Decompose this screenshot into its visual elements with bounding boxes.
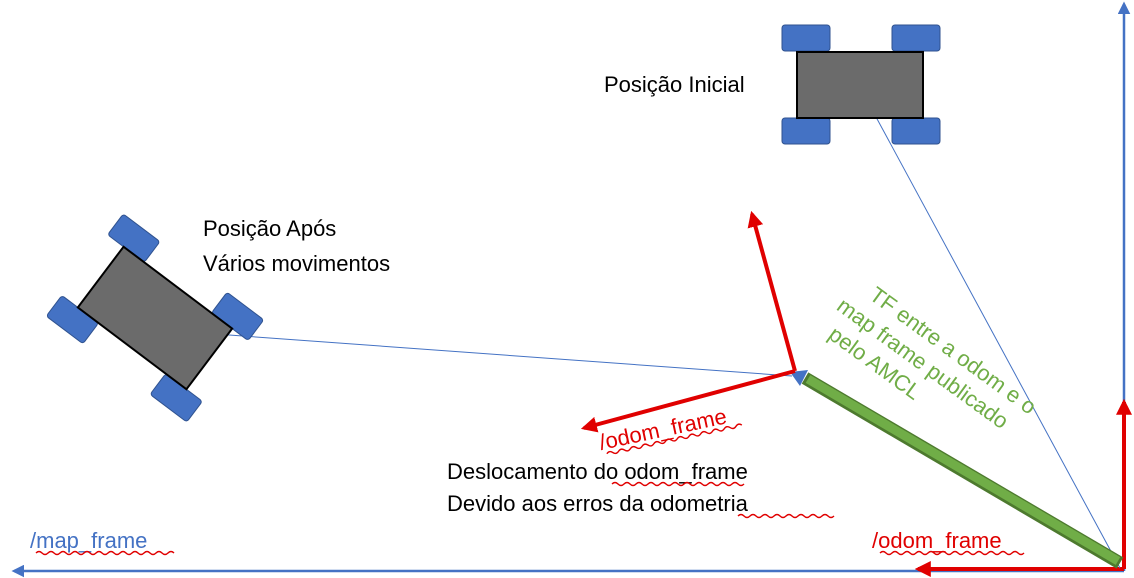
tf-arrow-head <box>790 370 808 386</box>
robot-initial-wheel-rl <box>781 117 831 145</box>
robot-initial-wheel-rr <box>891 117 941 145</box>
robot-initial-body <box>796 51 924 119</box>
map-frame-label: /map_frame <box>30 528 147 553</box>
squiggle-odometria <box>737 513 835 519</box>
squiggle-odom-frame-origin <box>879 550 1025 556</box>
tf-arrow <box>790 370 1124 569</box>
squiggle-map-frame <box>35 550 175 556</box>
squiggle-odom-frame-displacement <box>611 481 745 487</box>
odom-frame-origin-axes <box>914 398 1132 577</box>
after-position-label-line1: Posição Após <box>203 216 336 241</box>
odom-frame-rotated-x-axis <box>580 369 796 433</box>
odom-frame-rotated-axes <box>580 210 797 433</box>
odom-frame-origin-label: /odom_frame <box>872 528 1002 553</box>
initial-position-label: Posição Inicial <box>604 72 745 97</box>
robot-after-body <box>76 245 234 391</box>
after-position-label-line2: Vários movimentos <box>203 251 390 276</box>
tf-label: TF entre a odom e o map frame publicado … <box>824 282 1041 434</box>
squiggle-odom-frame-rotated <box>606 423 743 455</box>
odom-frame-rotated-y-axis <box>747 210 797 372</box>
map-frame-axes <box>11 1 1131 578</box>
robot-initial-wheel-fr <box>891 24 941 52</box>
robot-initial-wheel-fl <box>781 24 831 52</box>
link-lines <box>159 79 1121 569</box>
displacement-label-line2: Devido aos erros da odometria <box>447 491 749 516</box>
robot-after <box>46 214 264 422</box>
odom-frame-rotated-label: /odom_frame <box>597 403 729 454</box>
robot-initial <box>781 24 941 145</box>
link-line-after <box>159 329 793 377</box>
tf-arrow-shaft-fill <box>805 375 1121 565</box>
displacement-label-line1: Deslocamento do odom_frame <box>447 459 748 484</box>
spellcheck-underlines <box>35 423 1025 556</box>
link-line-initial <box>855 79 1121 569</box>
